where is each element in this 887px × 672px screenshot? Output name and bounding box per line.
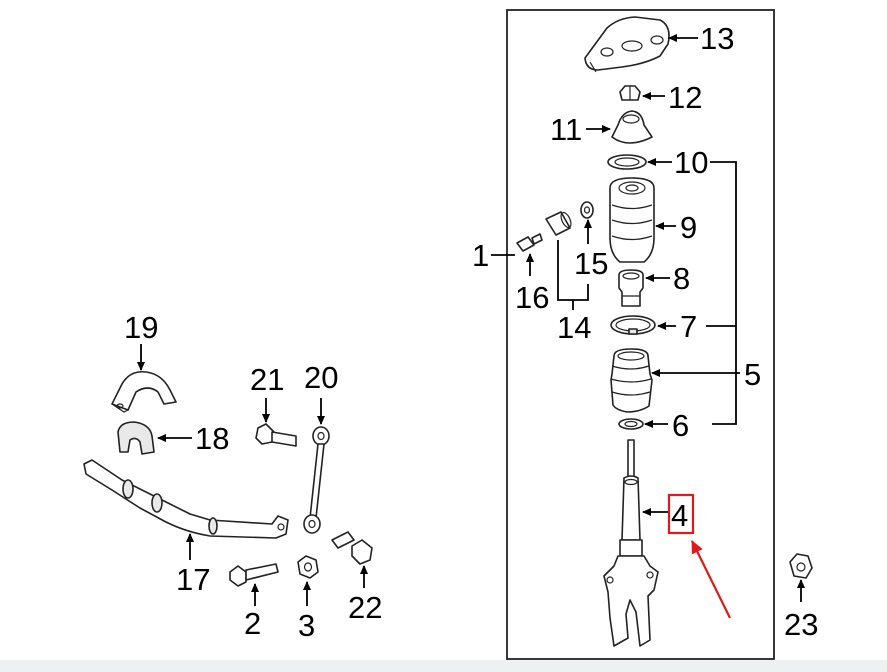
callout-19: 19 <box>124 310 158 345</box>
part-12-nut <box>619 85 641 101</box>
callout-8: 8 <box>673 261 690 296</box>
part-3-nut <box>297 555 319 579</box>
bracket-5 <box>710 161 737 425</box>
part-4-shock-strut <box>603 439 659 647</box>
part-13-mount-bracket <box>584 16 670 73</box>
callout-10: 10 <box>674 145 708 180</box>
part-15-washer <box>580 201 594 219</box>
part-10-seal-ring <box>607 154 647 170</box>
callout-2: 2 <box>244 606 261 641</box>
callout-12: 12 <box>668 80 702 115</box>
callout-21: 21 <box>250 362 284 397</box>
callout-13: 13 <box>700 21 734 56</box>
part-9-air-spring <box>609 177 655 263</box>
callout-22: 22 <box>348 590 382 625</box>
part-21-bolt <box>255 423 297 447</box>
callout-6: 6 <box>672 408 689 443</box>
part-6-ring <box>618 418 644 430</box>
callout-15: 15 <box>574 246 608 281</box>
callout-5: 5 <box>744 357 761 392</box>
part-2-bolt <box>229 563 279 587</box>
part-8-piston <box>618 269 644 307</box>
part-23-nut <box>789 553 813 579</box>
part-18-bushing <box>117 421 155 455</box>
part-17-stabilizer-bar <box>83 459 289 539</box>
part-5-dust-boot <box>610 348 653 413</box>
strut-assembly-frame <box>506 9 775 660</box>
callout-23: 23 <box>784 607 818 642</box>
callout-14: 14 <box>557 310 591 345</box>
callout-11: 11 <box>550 112 582 147</box>
part-16-valve <box>516 233 543 252</box>
callout-3: 3 <box>298 608 315 643</box>
callout-16: 16 <box>515 280 549 315</box>
footer-strip <box>0 660 887 672</box>
part-22-bolt <box>331 531 373 565</box>
highlight-box-4 <box>667 493 695 535</box>
callout-17: 17 <box>176 562 210 597</box>
part-7-clamp <box>610 315 656 335</box>
callout-7: 7 <box>680 309 697 344</box>
part-20-link <box>303 426 330 534</box>
callout-18: 18 <box>195 421 229 456</box>
callout-20: 20 <box>304 360 338 395</box>
highlight-arrow <box>691 540 731 619</box>
part-19-bracket <box>111 370 177 413</box>
part-11-top-mount <box>611 110 653 144</box>
part-14-cap <box>545 211 572 236</box>
callout-1: 1 <box>472 238 489 273</box>
callout-9: 9 <box>680 210 697 245</box>
callout-4: 4 <box>671 498 688 533</box>
